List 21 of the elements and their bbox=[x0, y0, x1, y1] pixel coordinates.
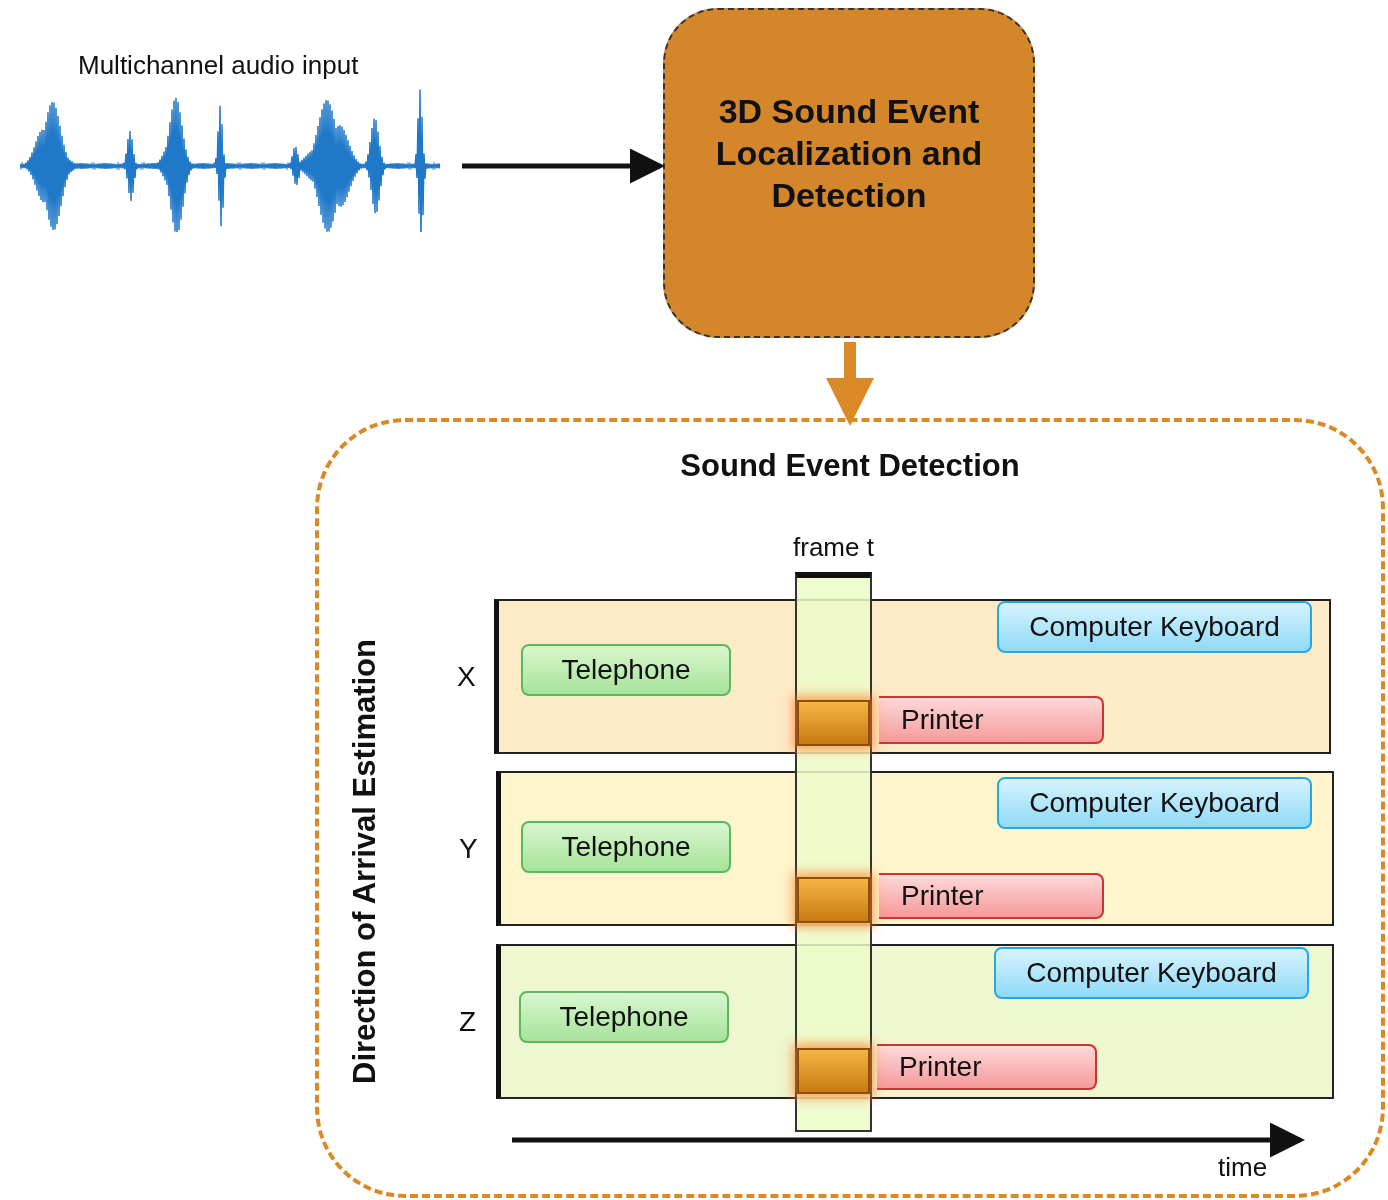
frame-label: frame t bbox=[792, 532, 875, 563]
axis-letter: Z bbox=[459, 1006, 477, 1038]
caption-text: Multichannel audio input bbox=[78, 50, 359, 81]
telephone-event-bar: Telephone bbox=[521, 821, 731, 873]
keyboard-event-bar: Computer Keyboard bbox=[997, 601, 1312, 653]
arrow bbox=[826, 342, 874, 426]
keyboard-event-bar: Computer Keyboard bbox=[994, 947, 1309, 999]
telephone-event-bar: Telephone bbox=[519, 991, 729, 1043]
region-title: Sound Event Detection bbox=[679, 448, 1021, 484]
printer-event-bar: Printer bbox=[879, 873, 1104, 919]
dashed-region bbox=[315, 418, 1385, 1198]
keyboard-event-bar: Computer Keyboard bbox=[997, 777, 1312, 829]
axis-title: Direction of Arrival Estimation bbox=[347, 638, 383, 1087]
process-box: 3D Sound Event Localization and Detection bbox=[663, 8, 1035, 338]
printer-event-bar: Printer bbox=[879, 696, 1104, 744]
printer-event-bar: Printer bbox=[877, 1044, 1097, 1090]
axis-letter: Y bbox=[459, 833, 478, 865]
arrow bbox=[462, 148, 665, 184]
axis-label: time bbox=[1218, 1152, 1268, 1183]
axis-letter: X bbox=[457, 661, 476, 693]
telephone-event-bar: Telephone bbox=[521, 644, 731, 696]
